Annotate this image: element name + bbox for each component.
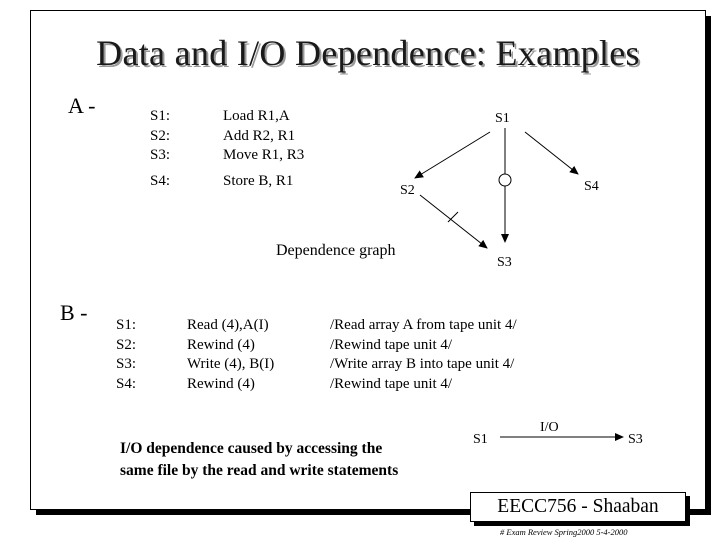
a-instr-4: Store B, R1 [223,172,294,189]
edge-s2-s3 [419,194,488,249]
a-stmt-2: S2: [150,127,171,144]
io-edge-label: I/O [540,420,559,435]
section-a-instructions: Load R1,A Add R2, R1 Move R1, R3 Store B… [223,107,304,191]
b-instr-2: Rewind (4) [187,336,255,353]
a-stmt-4: S4: [150,172,171,189]
a-instr-2: Add R2, R1 [223,127,296,144]
io-node-s3: S3 [628,432,643,447]
edge-s1-s2 [414,131,491,179]
node-s1: S1 [495,111,510,126]
slide-title: Data and I/O Dependence: Examples [96,33,640,73]
b-instr-1: Read (4),A(I) [187,317,269,333]
io-note-line-2: same file by the read and write statemen… [120,462,399,479]
section-b-statements: S1: S2: S3: S4: [116,316,136,394]
section-b-instructions: Read (4),A(I) Rewind (4) Write (4), B(I)… [187,316,274,394]
section-b-comments: /Read array A from tape unit 4/ /Rewind … [330,316,517,394]
io-note-line-1: I/O dependence caused by accessing the [120,440,383,457]
node-s4: S4 [584,179,599,194]
io-dependence-note: I/O dependence caused by accessing the s… [120,438,398,482]
a-instr-1: Load R1,A [223,108,290,124]
slide-frame [30,10,706,510]
a-stmt-3: S3: [150,147,171,163]
node-s3: S3 [497,255,512,270]
a-stmt-1: S1: [150,108,171,124]
section-a-statements: S1: S2: S3: S4: [150,107,170,191]
b-comment-1: /Read array A from tape unit 4/ [330,317,517,333]
b-stmt-3: S3: [116,356,137,372]
b-comment-3: /Write array B into tape unit 4/ [330,356,515,372]
dependence-graph-caption: Dependence graph [276,242,396,259]
frame-shadow-right [706,16,711,510]
course-badge: EECC756 - Shaaban [470,492,686,522]
edge-s1-s4 [524,131,579,175]
footer-small-text: # Exam Review Spring2000 5-4-2000 [500,527,628,537]
anti-dependence-tick [447,211,459,223]
section-a-label: A - [68,93,96,118]
section-b-label: B - [60,300,88,325]
b-comment-2: /Rewind tape unit 4/ [330,336,453,353]
b-comment-4: /Rewind tape unit 4/ [330,375,453,392]
b-stmt-2: S2: [116,336,137,353]
frame-shadow-bottom [36,510,711,515]
output-dependence-circle [498,173,512,187]
node-s2: S2 [400,183,415,198]
b-stmt-4: S4: [116,375,137,392]
a-instr-3: Move R1, R3 [223,147,305,163]
b-instr-4: Rewind (4) [187,375,255,392]
b-instr-3: Write (4), B(I) [187,356,275,372]
io-node-s1: S1 [473,432,488,447]
b-stmt-1: S1: [116,317,137,333]
